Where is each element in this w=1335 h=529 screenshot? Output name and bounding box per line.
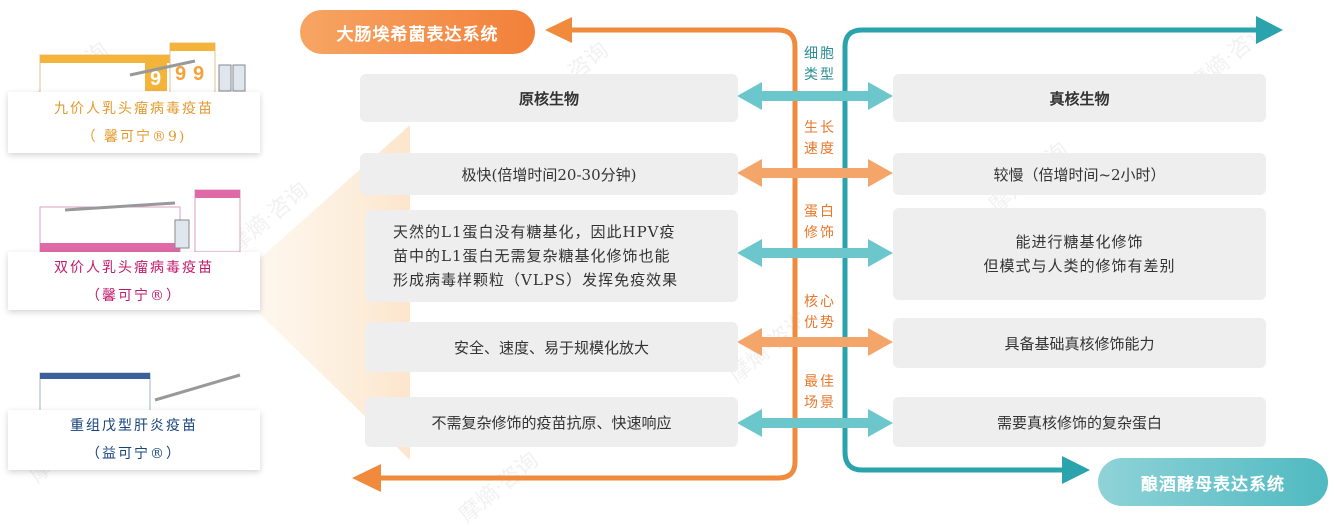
digit-9: 9 (175, 63, 186, 85)
teal-arrowhead-bottom (1062, 456, 1090, 484)
label-line: 类型 (804, 67, 836, 83)
product-brand: （ 馨可宁®9) (81, 129, 187, 145)
yeast-system-label: 酿酒酵母表达系统 (1141, 474, 1285, 495)
left-scenario-box: 不需复杂修饰的疫苗抗原、快速响应 (365, 397, 738, 447)
connector-fan (230, 125, 410, 460)
orange-arrowhead-bottom (352, 464, 381, 492)
left-cell-type-box: 原核生物 (360, 74, 738, 122)
right-growth-box: 较慢（倍增时间~2小时） (893, 153, 1266, 195)
right-cell-type-box: 真核生物 (893, 74, 1266, 122)
double-arrow-modification (737, 239, 893, 267)
label-best-scenario: 最佳 场景 (800, 372, 840, 414)
label-line: 细胞 (804, 46, 836, 62)
label-line: 最佳 (804, 374, 836, 390)
label-protein-modification: 蛋白 修饰 (800, 202, 840, 244)
left-advantage-box: 安全、速度、易于规模化放大 (365, 322, 738, 372)
product-card-9valent: 九价人乳头瘤病毒疫苗 （ 馨可宁®9) (8, 92, 260, 153)
label-cell-type: 细胞 类型 (800, 44, 840, 86)
right-advantage-text: 具备基础真核修饰能力 (1004, 334, 1155, 353)
yeast-system-pill: 酿酒酵母表达系统 (1098, 458, 1328, 506)
label-growth-speed: 生长 速度 (800, 118, 840, 160)
right-modification-line: 能进行糖基化修饰 (1015, 233, 1144, 251)
ecoli-system-pill: 大肠埃希菌表达系统 (300, 10, 535, 54)
right-scenario-box: 需要真核修饰的复杂蛋白 (893, 397, 1266, 447)
product-image-9valent: 9 9 9 (35, 35, 250, 95)
product-image-hepatitis-e (35, 365, 250, 415)
product-brand: （馨可宁®） (86, 288, 182, 304)
left-modification-line: 苗中的L1蛋白无需复杂糖基化修饰也能 (393, 247, 671, 265)
left-scenario-text: 不需复杂修饰的疫苗抗原、快速响应 (431, 413, 672, 432)
label-line: 速度 (804, 141, 836, 157)
double-arrow-cell-type (737, 82, 893, 110)
label-line: 修饰 (804, 225, 836, 241)
right-growth-text: 较慢（倍增时间~2小时） (993, 165, 1166, 184)
left-modification-line: 形成病毒样颗粒（VLPS）发挥免疫效果 (393, 271, 679, 289)
product-name: 九价人乳头瘤病毒疫苗 (54, 101, 214, 117)
product-brand: （益可宁®） (86, 446, 182, 462)
teal-arrowhead-top (1256, 16, 1283, 44)
ecoli-system-label: 大肠埃希菌表达系统 (336, 24, 499, 45)
product-card-2valent: 双价人乳头瘤病毒疫苗 （馨可宁®） (8, 252, 260, 310)
label-line: 优势 (804, 315, 836, 331)
left-cell-type-text: 原核生物 (518, 89, 579, 108)
arrows-diagram (352, 16, 1283, 492)
digit-9: 9 (150, 68, 161, 90)
product-card-hepatitis-e: 重组戊型肝炎疫苗 （益可宁®） (8, 410, 260, 470)
product-name: 重组戊型肝炎疫苗 (70, 418, 198, 434)
product-name: 双价人乳头瘤病毒疫苗 (54, 260, 214, 276)
left-growth-box: 极快(倍增时间20-30分钟) (360, 153, 738, 195)
right-scenario-text: 需要真核修饰的复杂蛋白 (996, 413, 1162, 432)
left-modification-box: 天然的L1蛋白没有糖基化，因此HPV疫 苗中的L1蛋白无需复杂糖基化修饰也能 形… (365, 210, 738, 302)
double-arrow-advantage (737, 328, 893, 356)
orange-arrowhead-top (545, 17, 572, 43)
label-line: 场景 (804, 395, 836, 411)
label-line: 核心 (804, 294, 836, 310)
left-advantage-text: 安全、速度、易于规模化放大 (453, 338, 649, 357)
left-modification-line: 天然的L1蛋白没有糖基化，因此HPV疫 (393, 223, 676, 241)
right-advantage-box: 具备基础真核修饰能力 (893, 318, 1266, 368)
label-line: 蛋白 (804, 204, 836, 220)
right-modification-box: 能进行糖基化修饰 但模式与人类的修饰有差别 (893, 208, 1266, 300)
digit-9: 9 (193, 63, 204, 85)
right-cell-type-text: 真核生物 (1049, 89, 1110, 108)
double-arrow-scenario (737, 409, 893, 437)
label-core-advantage: 核心 优势 (800, 292, 840, 334)
right-modification-line: 但模式与人类的修饰有差别 (983, 257, 1176, 275)
double-arrow-growth (737, 159, 893, 187)
left-growth-text: 极快(倍增时间20-30分钟) (461, 165, 637, 184)
label-line: 生长 (804, 120, 836, 136)
product-image-2valent (35, 185, 250, 255)
